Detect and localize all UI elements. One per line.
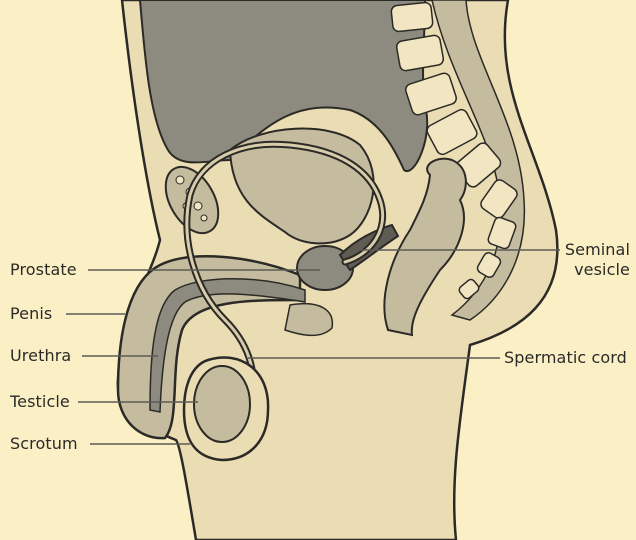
label-scrotum: Scrotum (10, 434, 78, 454)
label-testicle: Testicle (10, 392, 70, 412)
label-prostate: Prostate (10, 260, 77, 280)
label-penis: Penis (10, 304, 52, 324)
testicle-organ (194, 366, 250, 442)
perineum-tissue (285, 304, 332, 336)
label-seminal-vesicle-line2: vesicle (574, 260, 630, 280)
label-seminal-vesicle-line1: Seminal (565, 240, 630, 260)
label-spermatic-cord: Spermatic cord (504, 348, 627, 368)
label-urethra: Urethra (10, 346, 71, 366)
